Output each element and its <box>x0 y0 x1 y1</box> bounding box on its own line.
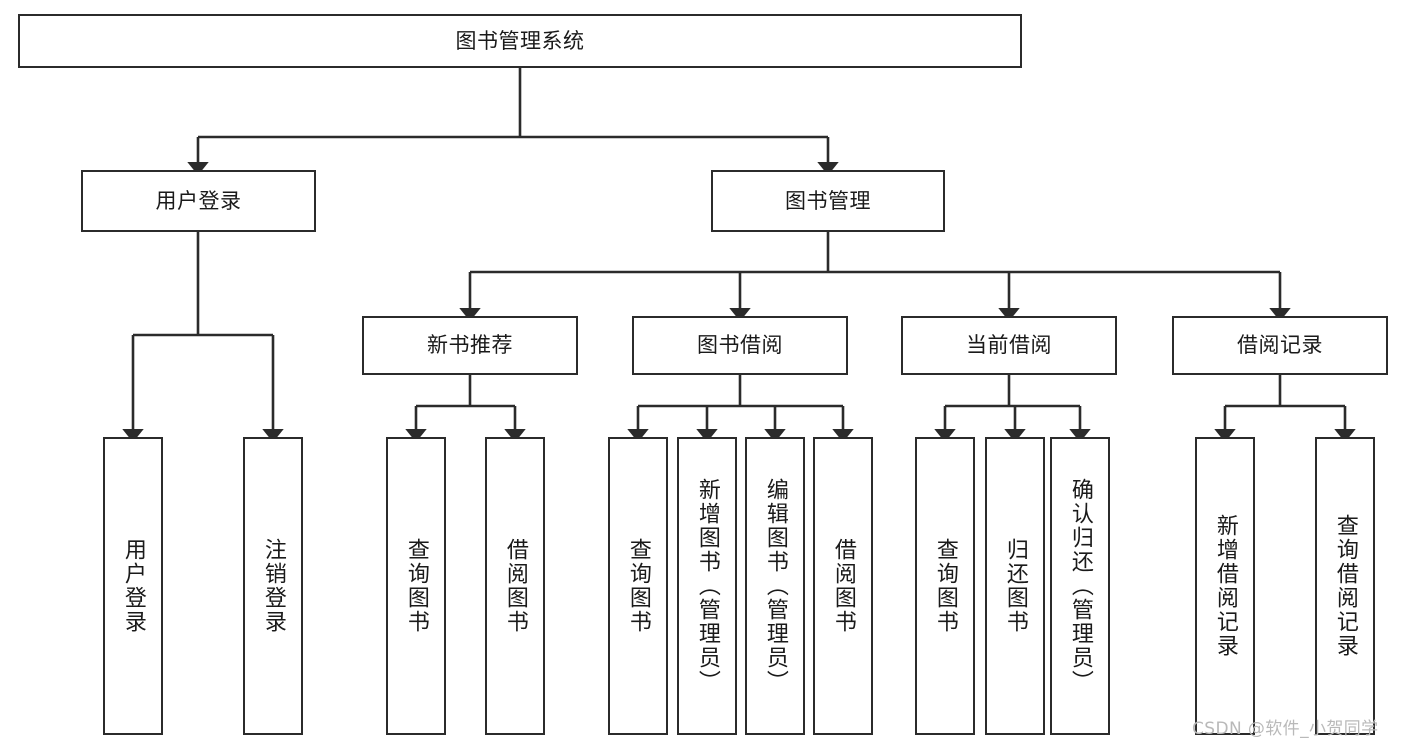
node-label: 新增借阅记录 <box>1212 514 1238 658</box>
node-leaf-return-book[interactable]: 归还图书 <box>985 437 1045 735</box>
edge-current-borrow-children <box>934 375 1091 443</box>
node-label: 新书推荐 <box>427 333 513 358</box>
node-root[interactable]: 图书管理系统 <box>18 14 1022 68</box>
node-label: 借阅记录 <box>1237 333 1323 358</box>
node-leaf-edit-book[interactable]: 编辑图书（管理员） <box>745 437 805 735</box>
node-label: 编辑图书（管理员） <box>762 478 788 694</box>
node-leaf-confirm-return[interactable]: 确认归还（管理员） <box>1050 437 1110 735</box>
node-label: 确认归还（管理员） <box>1067 478 1093 694</box>
edge-layer <box>122 68 1356 443</box>
node-label: 查询借阅记录 <box>1332 514 1358 658</box>
node-label: 图书管理 <box>785 188 871 213</box>
node-leaf-query-record[interactable]: 查询借阅记录 <box>1315 437 1375 735</box>
node-leaf-query-book-3[interactable]: 查询图书 <box>915 437 975 735</box>
node-borrow-record[interactable]: 借阅记录 <box>1172 316 1388 375</box>
node-book-borrow[interactable]: 图书借阅 <box>632 316 848 375</box>
edge-user-login-children <box>122 232 284 443</box>
node-label: 查询图书 <box>625 538 651 634</box>
node-leaf-add-book[interactable]: 新增图书（管理员） <box>677 437 737 735</box>
node-label: 用户登录 <box>155 188 242 213</box>
edge-new-book-children <box>405 375 526 443</box>
node-label: 用户登录 <box>120 538 146 634</box>
node-leaf-borrow-book-2[interactable]: 借阅图书 <box>813 437 873 735</box>
edge-root-children <box>187 68 839 176</box>
node-label: 当前借阅 <box>966 333 1052 358</box>
node-book-mgmt[interactable]: 图书管理 <box>711 170 945 232</box>
node-label: 图书管理系统 <box>455 28 585 53</box>
edge-book-mgmt-children <box>459 232 1291 322</box>
node-label: 注销登录 <box>260 538 286 634</box>
edge-borrow-record-children <box>1214 375 1356 443</box>
node-user-login[interactable]: 用户登录 <box>81 170 316 232</box>
node-label: 借阅图书 <box>502 538 528 634</box>
node-leaf-borrow-book-1[interactable]: 借阅图书 <box>485 437 545 735</box>
node-leaf-query-book-1[interactable]: 查询图书 <box>386 437 446 735</box>
node-leaf-user-logout[interactable]: 注销登录 <box>243 437 303 735</box>
node-leaf-query-book-2[interactable]: 查询图书 <box>608 437 668 735</box>
node-current-borrow[interactable]: 当前借阅 <box>901 316 1117 375</box>
node-leaf-add-record[interactable]: 新增借阅记录 <box>1195 437 1255 735</box>
node-label: 查询图书 <box>932 538 958 634</box>
node-label: 图书借阅 <box>697 333 783 358</box>
node-new-book-rec[interactable]: 新书推荐 <box>362 316 578 375</box>
edge-book-borrow-children <box>627 375 854 443</box>
node-label: 查询图书 <box>403 538 429 634</box>
node-leaf-user-login[interactable]: 用户登录 <box>103 437 163 735</box>
node-label: 归还图书 <box>1002 538 1028 634</box>
node-label: 新增图书（管理员） <box>694 478 720 694</box>
node-label: 借阅图书 <box>830 538 856 634</box>
